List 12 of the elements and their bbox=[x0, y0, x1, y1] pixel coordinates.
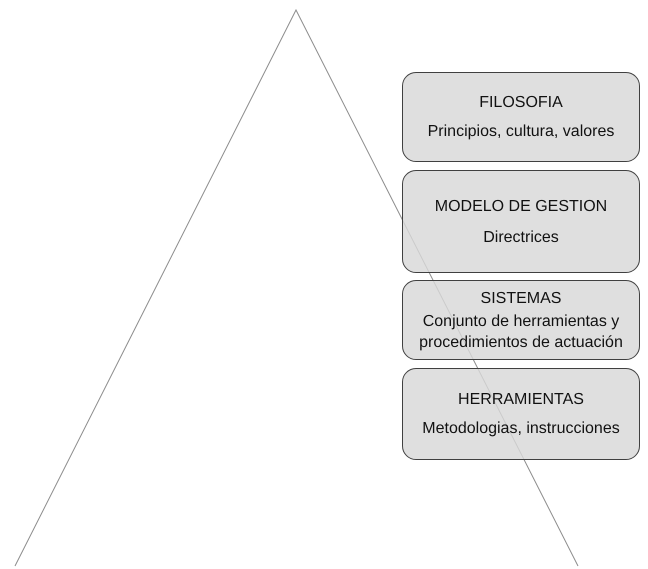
level-heading: SISTEMAS bbox=[480, 288, 562, 308]
level-box bbox=[402, 170, 640, 273]
level-description: Conjunto de herramientas y procedimientos de actuación bbox=[418, 312, 624, 352]
level-box bbox=[402, 280, 640, 360]
level-heading: FILOSOFIA bbox=[479, 93, 563, 113]
level-description: Principios, cultura, valores bbox=[428, 122, 614, 142]
level-description: Metodologias, instrucciones bbox=[422, 419, 620, 439]
level-heading: HERRAMIENTAS bbox=[458, 390, 584, 410]
level-heading: MODELO DE GESTION bbox=[434, 196, 608, 216]
level-description: Directrices bbox=[483, 228, 559, 248]
level-box bbox=[402, 72, 640, 162]
level-box bbox=[402, 368, 640, 460]
